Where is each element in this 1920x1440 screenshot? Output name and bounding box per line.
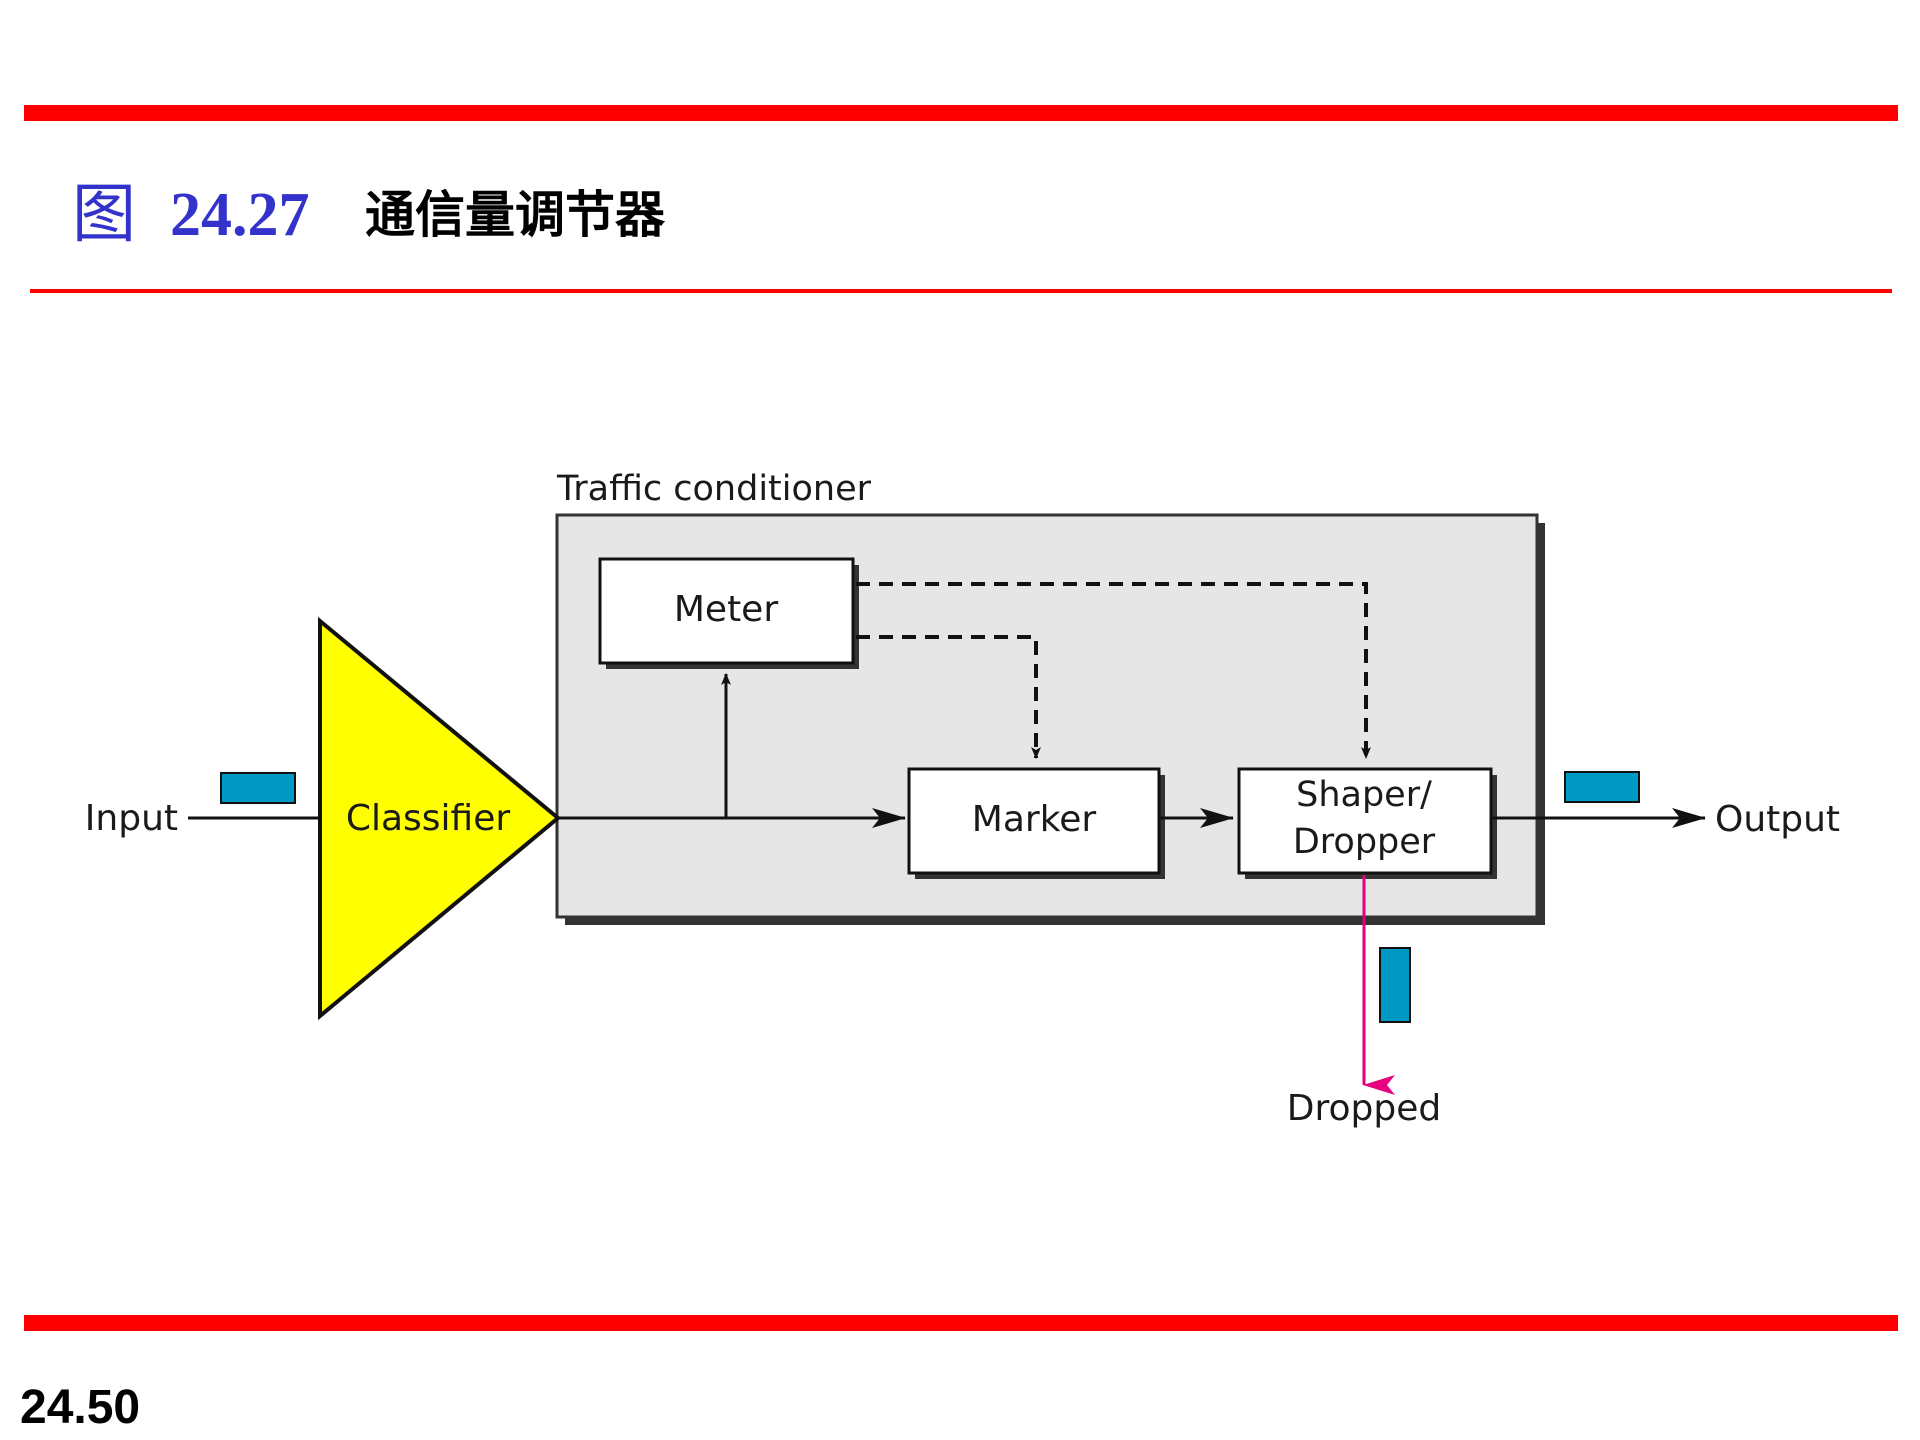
shaper-label-line2: Dropper [1293,822,1436,862]
top-red-rule [24,105,1898,121]
page-title: 通信量调节器 [365,186,665,244]
meter-to-marker-dashed-arrow [856,635,1041,759]
shaper-dropper-box: Shaper/ Dropper [1237,767,1497,879]
marker-box: Marker [907,767,1165,879]
packet-icon [220,772,296,804]
meter-to-shaper-dashed-arrow [856,582,1371,759]
bottom-red-rule [24,1315,1898,1331]
meter-label: Meter [674,589,778,630]
packet-icon [1379,947,1411,1023]
dropped-label: Dropped [1287,1088,1441,1129]
marker-label: Marker [972,799,1097,840]
title-prefix: 图 [72,178,136,252]
shaper-label-line1: Shaper/ [1296,775,1432,815]
classifier-label: Classifier [346,798,511,839]
meter-box: Meter [598,557,859,669]
figure-number: 24.27 [170,181,310,249]
input-label: Input [85,798,178,839]
traffic-conditioner-label: Traffic conditioner [556,469,872,509]
title-underline-rule [30,289,1892,293]
classifier-triangle [318,616,562,1021]
page-number: 24.50 [20,1381,141,1434]
output-label: Output [1715,799,1840,840]
packet-icon [1564,771,1640,803]
